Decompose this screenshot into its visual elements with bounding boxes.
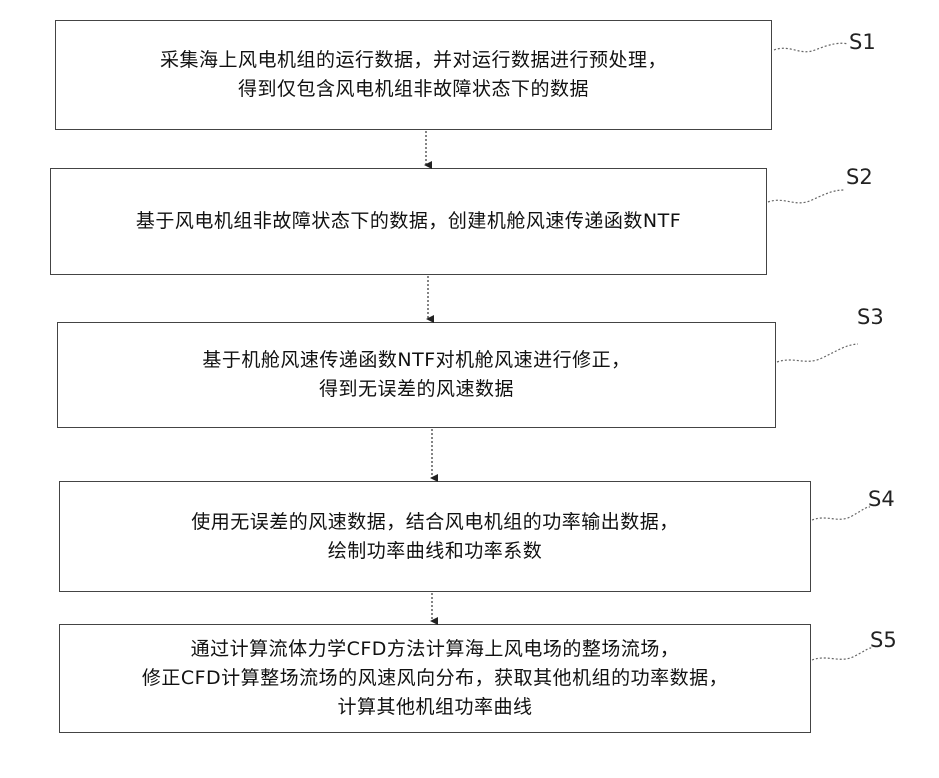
leader-line-s2 xyxy=(768,190,845,203)
leader-line-s4 xyxy=(812,507,870,520)
leader-line-s1 xyxy=(774,43,848,51)
leader-line-s3 xyxy=(777,344,858,362)
leader-line-s5 xyxy=(812,648,872,660)
